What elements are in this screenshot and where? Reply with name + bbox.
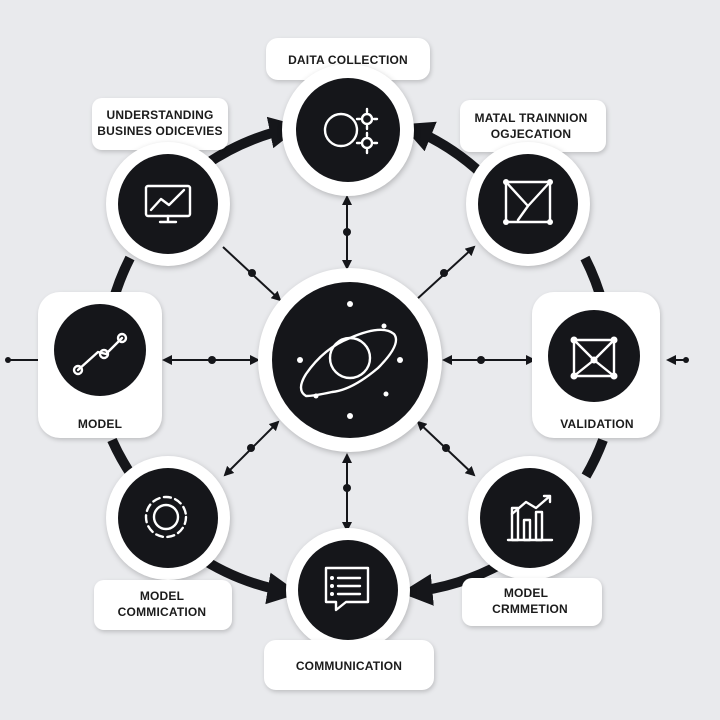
model-crmmetion-label-line2: CRMMETION bbox=[492, 602, 568, 616]
training-label-line2: OGJECATION bbox=[491, 127, 571, 141]
node-understanding-business-objectives: UNDERSTANDING BUSINES ODICEVIES bbox=[92, 98, 230, 266]
node-data-collection: DAITA COLLECTION bbox=[266, 38, 430, 196]
gears-icon bbox=[323, 107, 379, 155]
data-collection-label: DAITA COLLECTION bbox=[288, 53, 408, 67]
training-label-line1: MATAL TRAINNION bbox=[475, 111, 588, 125]
document-list-icon bbox=[324, 566, 370, 612]
model-crmmetion-label-line1: MODEL bbox=[504, 586, 548, 600]
network-frame-icon bbox=[503, 179, 553, 225]
node-validation: VALIDATION bbox=[532, 292, 660, 438]
node-model: MODEL bbox=[38, 292, 162, 438]
node-model-crmmetion: MODEL CRMMETION bbox=[462, 456, 602, 626]
node-center bbox=[258, 268, 442, 452]
model-commication-label-line1: MODEL bbox=[140, 589, 184, 603]
node-model-commication: MODEL COMMICATION bbox=[94, 456, 232, 630]
gear-icon bbox=[144, 495, 188, 539]
bar-chart-icon bbox=[506, 494, 554, 542]
line-graph-icon bbox=[72, 332, 128, 376]
node-model-training: MATAL TRAINNION OGJECATION bbox=[460, 100, 606, 266]
communication-label: COMMUNICATION bbox=[296, 659, 402, 673]
monitor-chart-icon bbox=[144, 184, 192, 224]
model-label: MODEL bbox=[78, 417, 122, 431]
node-graph-icon bbox=[570, 336, 618, 380]
understanding-label-line1: UNDERSTANDING bbox=[106, 108, 213, 122]
node-communication: COMMUNICATION bbox=[264, 528, 434, 690]
understanding-label-line2: BUSINES ODICEVIES bbox=[97, 124, 222, 138]
model-commication-label-line2: COMMICATION bbox=[118, 605, 207, 619]
orbit-icon bbox=[297, 301, 403, 419]
validation-label: VALIDATION bbox=[560, 417, 634, 431]
